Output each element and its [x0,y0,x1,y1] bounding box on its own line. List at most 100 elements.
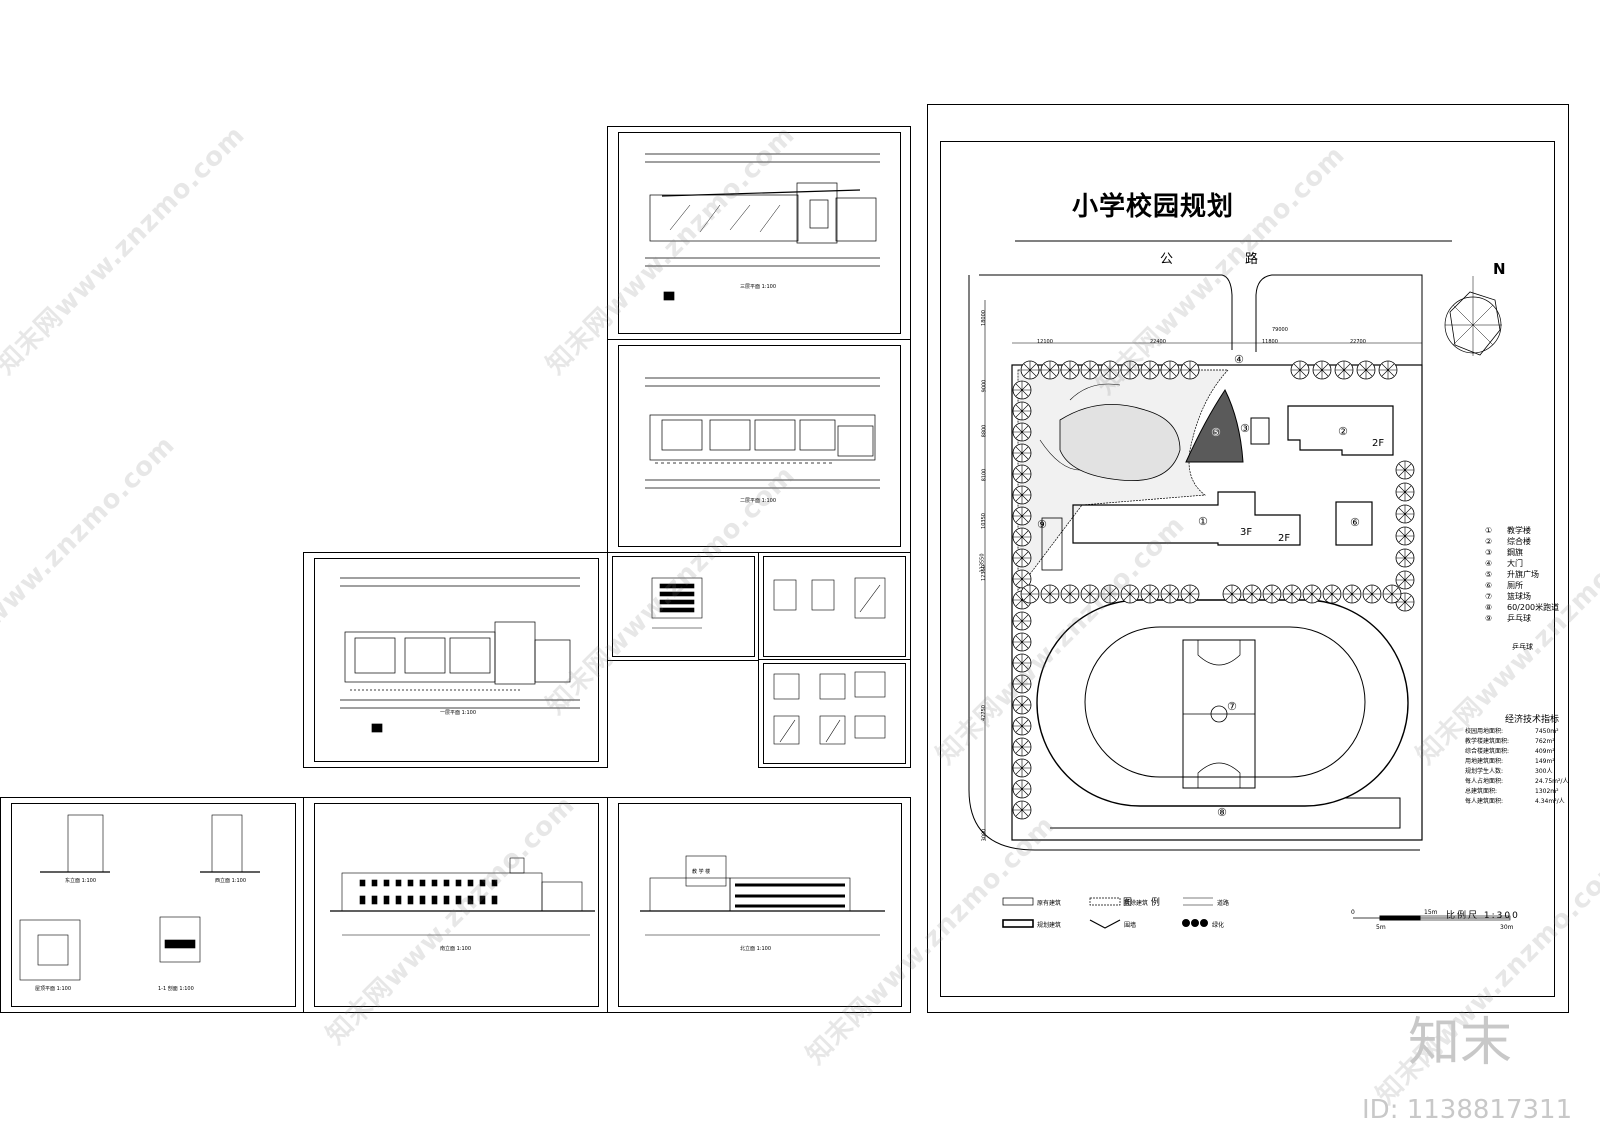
caption-east-elevation: 东立面 1:100 [65,878,96,884]
teaching-building-floors: 3F [1240,527,1253,538]
tree-symbol [1020,360,1040,380]
tree-symbol [1012,737,1032,757]
tree-symbol [1012,527,1032,547]
sheet-border [618,132,901,334]
sheet-stair-detail-1 [758,552,911,661]
tree-symbol [1395,570,1415,590]
scale-tick-5m: 5m [1376,924,1386,931]
caption-west-elevation: 西立面 1:100 [215,878,246,884]
caption-third-floor-plan: 三层平面 1:100 [740,284,776,290]
tree-symbol [1012,422,1032,442]
facility-4-marker: ④ [1234,353,1244,366]
tree-symbol [1395,526,1415,546]
north-elevation-drawing [640,855,885,936]
sheet-border [618,803,902,1007]
economic-indicators: 校园用地面积:7450m² 教学楼建筑面积:762m² 综合楼建筑面积:409m… [1465,727,1569,807]
dim-top-1: 12100 [1037,339,1053,345]
tree-symbol [1012,548,1032,568]
classroom-detail-drawing [651,577,703,629]
econ-row: 每人占地面积:24.75m²/人 [1465,778,1569,785]
sheet-border [612,556,755,657]
section-elevation-drawings [19,814,260,981]
facility-1-marker: ① [1198,515,1208,528]
sheet-border [618,345,901,547]
dim-left-3: 8800 [981,424,988,438]
dim-top-5: 22700 [1350,339,1366,345]
tree-symbol [1040,584,1060,604]
tree-symbol [1282,584,1302,604]
econ-row: 每人建筑面积:4.34m²/人 [1465,798,1565,805]
sheet-second-floor-plan [607,339,911,554]
legend-demolished-building: 拆除建筑 [1124,900,1149,907]
dim-top-2: 22400 [1150,339,1166,345]
sheet-border [314,803,599,1007]
dim-left-7: 12350 [980,565,987,581]
dim-left-9: 3000 [981,828,988,842]
sheet-border [763,556,906,657]
scale-tick-0: 0 [1351,909,1355,916]
sheet-first-floor-plan [303,552,608,768]
site-plan-drawing [968,240,1511,929]
legend-road: 道路 [1217,900,1230,907]
sheet-classroom-detail [607,552,760,661]
stair-detail-drawings [773,577,886,745]
first-floor-plan-drawing [340,577,580,733]
legend-existing-building: 原有建筑 [1037,900,1062,907]
tree-symbol [1312,360,1332,380]
dim-top-3: 79000 [1272,327,1288,333]
tree-symbol [1012,485,1032,505]
tree-symbol [1012,380,1032,400]
econ-row: 总建筑面积:1302m² [1465,788,1559,795]
facility-7-marker: ⑦ [1227,700,1237,713]
tree-symbol [1302,584,1322,604]
legend-wall: 围墙 [1124,922,1137,929]
tree-symbol [1378,360,1398,380]
brand-mark: 知末 [1408,1013,1513,1073]
plan-title: 小学校园规划 [1072,192,1235,222]
dim-left-1: 18000 [980,310,987,326]
economic-indicators-title: 经济技术指标 [1505,715,1560,725]
caption-section: 1-1 剖面 1:100 [158,986,194,992]
tree-symbol [1395,548,1415,568]
map-legend-title: 图 例 [1123,898,1168,908]
legend-greenery: 绿化 [1212,922,1225,929]
sheet-border [11,803,296,1007]
tree-symbol [1012,758,1032,778]
tree-symbol [1012,779,1032,799]
facility-2-marker: ② [1338,425,1348,438]
north-label: N [1493,260,1506,278]
tree-symbol [1060,360,1080,380]
tree-symbol [1334,360,1354,380]
econ-row: 规划学生人数:300人 [1465,768,1553,775]
legend-planned-building: 规划建筑 [1037,922,1062,929]
dim-left-5: 10350 [980,513,987,529]
tree-symbol [1180,360,1200,380]
tree-symbol [1222,584,1242,604]
tree-symbol [1356,360,1376,380]
tree-symbol [1395,504,1415,524]
third-floor-plan-drawing [645,153,880,301]
tree-symbol [1382,584,1402,604]
caption-roof-plan: 屋顶平面 1:100 [35,986,71,992]
road-label-2: 路 [1245,252,1259,267]
dim-left-2: 9000 [981,379,988,393]
caption-south-elevation: 南立面 1:100 [440,946,471,952]
complex-building-floors: 2F [1372,438,1385,449]
facility-6-marker: ⑥ [1350,516,1360,529]
tree-symbol [1012,464,1032,484]
sheet-stair-detail-2 [758,659,911,768]
tree-symbol [1012,443,1032,463]
sheet-border [314,558,599,762]
tree-symbol [1262,584,1282,604]
road-label-1: 公 [1160,252,1174,267]
tree-symbol [1180,584,1200,604]
caption-first-floor-plan: 一层平面 1:100 [440,710,476,716]
sheet-section-elevations [0,797,305,1013]
